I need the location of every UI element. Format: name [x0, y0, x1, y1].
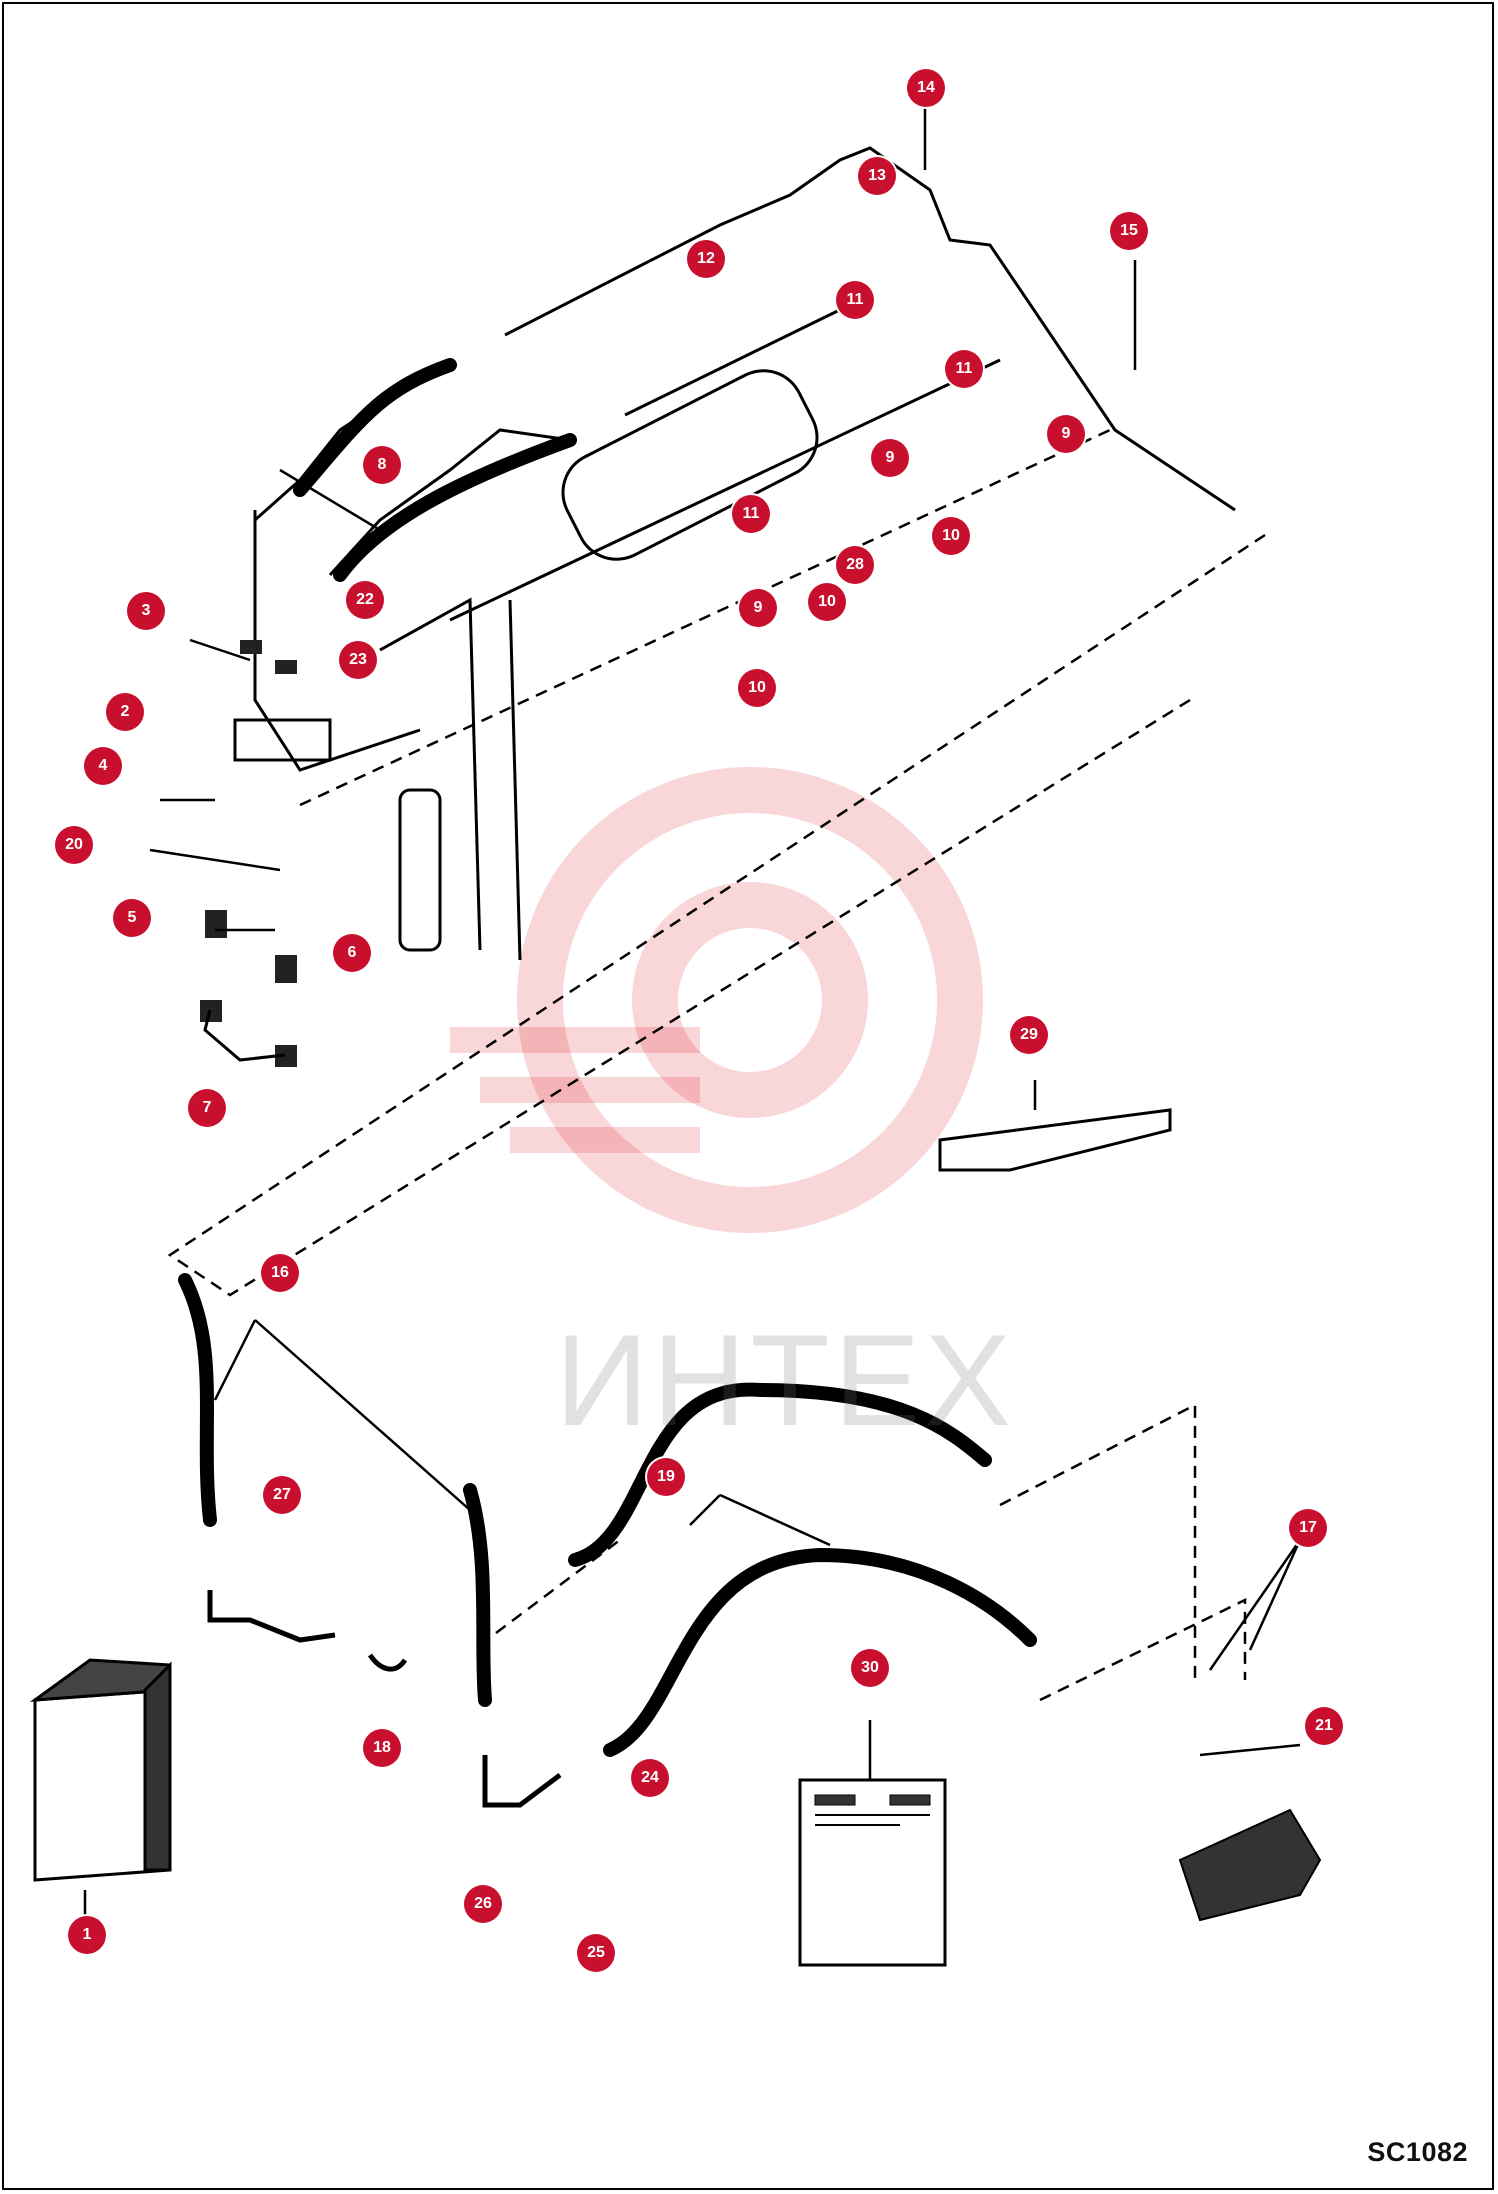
- callout-23[interactable]: 23: [339, 641, 377, 679]
- left-tube: [203, 1009, 286, 1062]
- callout-22[interactable]: 22: [346, 581, 384, 619]
- boom-outline: [253, 358, 1001, 961]
- callout-6[interactable]: 6: [333, 934, 371, 972]
- filter-element: [938, 1108, 1172, 1172]
- callout-4[interactable]: 4: [84, 747, 122, 785]
- callout-12[interactable]: 12: [687, 240, 725, 278]
- callout-10-upper[interactable]: 10: [932, 517, 970, 555]
- watermark-text: ИНТЕХ: [555, 1307, 1016, 1453]
- callout-25[interactable]: 25: [577, 1934, 615, 1972]
- callout-29[interactable]: 29: [1010, 1016, 1048, 1054]
- dashed-boundaries: [167, 428, 1266, 1702]
- instruction-sheet: [798, 1778, 947, 1967]
- control-valve: [1178, 1808, 1322, 1922]
- callout-27[interactable]: 27: [263, 1476, 301, 1514]
- callout-30[interactable]: 30: [851, 1649, 889, 1687]
- callout-7[interactable]: 7: [188, 1089, 226, 1127]
- callout-10-lower[interactable]: 10: [738, 669, 776, 707]
- callout-11-lower[interactable]: 11: [732, 495, 770, 533]
- watermark-gear: [517, 767, 983, 1233]
- callout-14[interactable]: 14: [907, 69, 945, 107]
- callout-17[interactable]: 17: [1289, 1509, 1327, 1547]
- callout-19[interactable]: 19: [647, 1458, 685, 1496]
- callout-11-right[interactable]: 11: [945, 350, 983, 388]
- upper-hose-braids: [293, 358, 577, 582]
- callout-3[interactable]: 3: [127, 592, 165, 630]
- callout-8[interactable]: 8: [363, 446, 401, 484]
- callout-1[interactable]: 1: [68, 1916, 106, 1954]
- callout-11-upper[interactable]: 11: [836, 281, 874, 319]
- callout-2[interactable]: 2: [106, 693, 144, 731]
- callout-24[interactable]: 24: [631, 1759, 669, 1797]
- lower-tubes: [207, 1590, 562, 1808]
- callout-20[interactable]: 20: [55, 826, 93, 864]
- callout-9-upper[interactable]: 9: [871, 439, 909, 477]
- callout-28[interactable]: 28: [836, 546, 874, 584]
- callout-26[interactable]: 26: [464, 1885, 502, 1923]
- callout-9-right[interactable]: 9: [1047, 415, 1085, 453]
- kit-box: [29, 1658, 172, 1882]
- callout-10-middle[interactable]: 10: [808, 583, 846, 621]
- drawing-code: SC1082: [1367, 2137, 1468, 2167]
- callout-13[interactable]: 13: [858, 157, 896, 195]
- watermark-lines: [450, 1027, 700, 1153]
- lower-hoses: [178, 1273, 1037, 1757]
- callout-18[interactable]: 18: [363, 1729, 401, 1767]
- callout-9-lower[interactable]: 9: [739, 589, 777, 627]
- callout-15[interactable]: 15: [1110, 212, 1148, 250]
- callout-5[interactable]: 5: [113, 899, 151, 937]
- callout-21[interactable]: 21: [1305, 1707, 1343, 1745]
- callout-16[interactable]: 16: [261, 1254, 299, 1292]
- leader-lines: [83, 105, 1302, 1920]
